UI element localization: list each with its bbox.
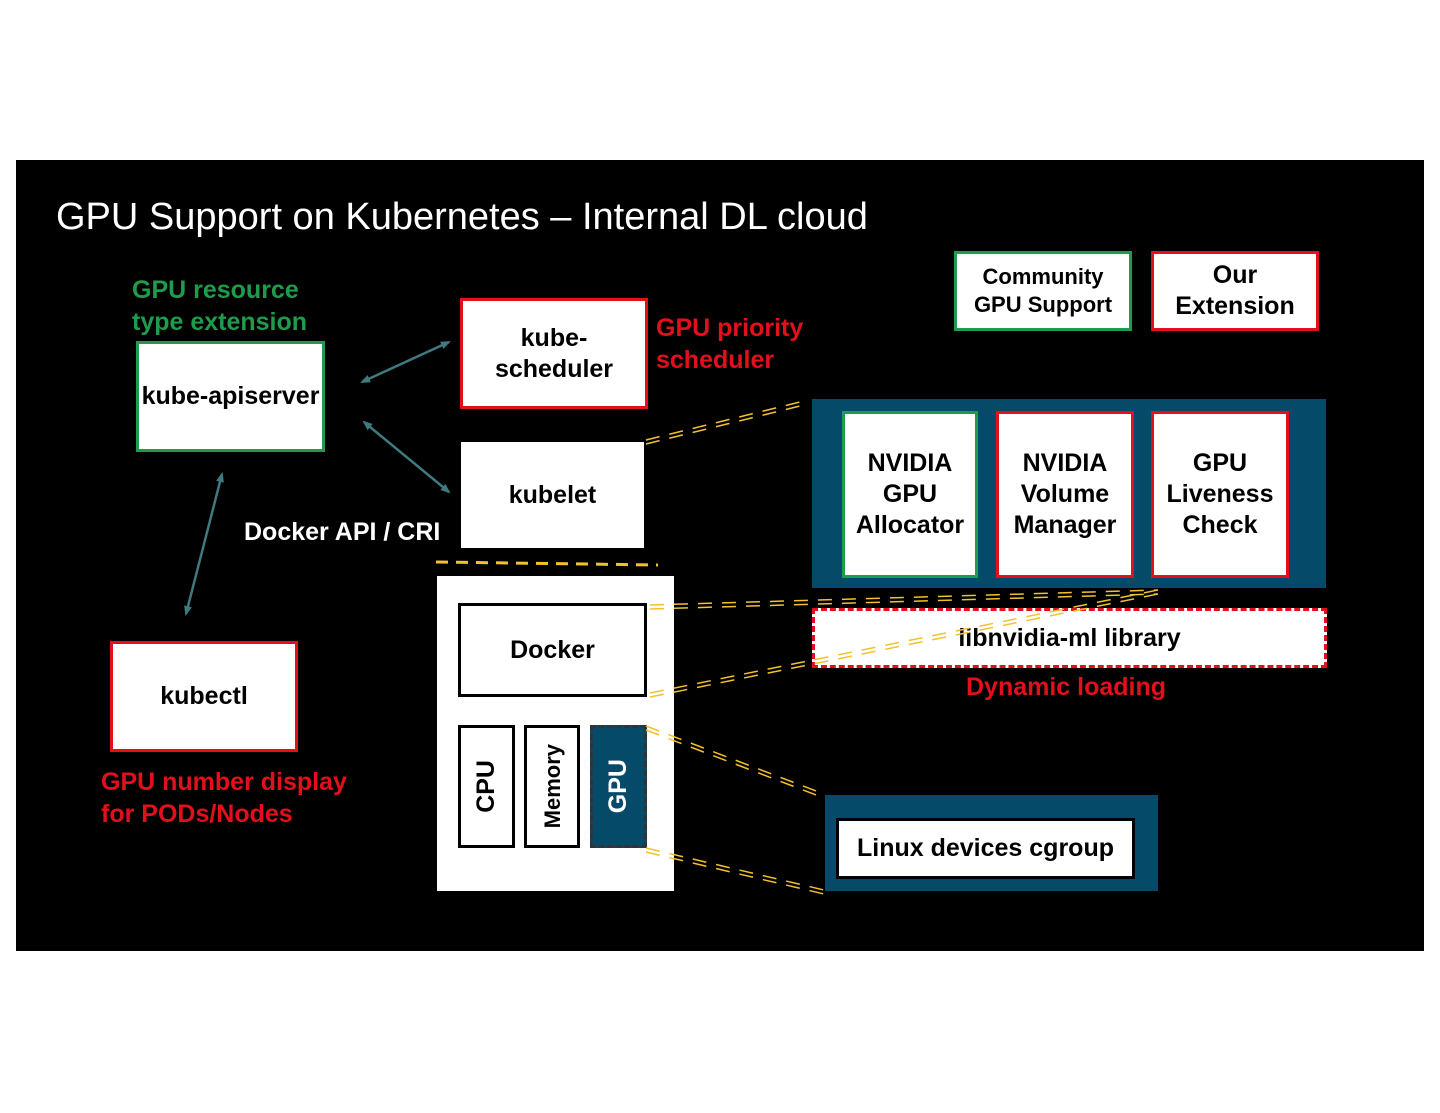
nvidia-gpu-allocator-box: NVIDIA GPU Allocator [842, 411, 978, 578]
slide: GPU Support on Kubernetes – Internal DL … [16, 160, 1424, 951]
arrow-apiserver-scheduler [360, 340, 451, 384]
legend-our-extension: Our Extension [1151, 251, 1319, 331]
memory-box: Memory [524, 725, 580, 848]
gpu-liveness-check-box: GPU Liveness Check [1151, 411, 1289, 578]
slide-title: GPU Support on Kubernetes – Internal DL … [56, 196, 868, 238]
node-container: Docker CPU Memory GPU [437, 576, 674, 891]
cpu-label: CPU [472, 760, 500, 813]
memory-label: Memory [539, 744, 565, 829]
gpu-label: GPU [604, 759, 632, 814]
gpu-box: GPU [590, 725, 647, 848]
kubectl-box: kubectl [110, 641, 298, 752]
arrow-apiserver-kubelet [362, 420, 451, 494]
docker-box: Docker [458, 603, 647, 697]
annotation-priority-scheduler: GPU priority scheduler [656, 314, 804, 374]
libnvidia-ml-box: libnvidia-ml library [812, 608, 1327, 668]
plugin-panel: NVIDIA GPU Allocator NVIDIA Volume Manag… [812, 399, 1326, 588]
dashed-kubelet-node [435, 560, 659, 567]
annotation-dynamic-loading: Dynamic loading [966, 673, 1167, 701]
annotation-resource-type: GPU resource type extension [132, 276, 308, 336]
arrow-apiserver-kubectl [184, 472, 224, 616]
kube-apiserver-box: kube-apiserver [136, 341, 325, 452]
annotation-number-display: GPU number display for PODs/Nodes [101, 768, 347, 828]
legend-community: Community GPU Support [954, 251, 1132, 331]
kubelet-box: kubelet [461, 442, 644, 548]
nvidia-volume-manager-box: NVIDIA Volume Manager [996, 411, 1134, 578]
kube-scheduler-box: kube-scheduler [460, 298, 648, 409]
allocator-label: NVIDIA GPU Allocator [855, 449, 965, 539]
volume-manager-label: NVIDIA Volume Manager [1013, 449, 1117, 539]
liveness-label: GPU Liveness Check [1166, 449, 1274, 539]
zoom-line-kubelet-panel-top [645, 399, 809, 445]
zoom-line-docker-panel-bottom [649, 589, 1159, 610]
annotation-docker-api: Docker API / CRI [244, 518, 441, 546]
linux-devices-cgroup-box: Linux devices cgroup [836, 818, 1135, 879]
cpu-box: CPU [458, 725, 515, 848]
cgroup-panel: Linux devices cgroup [825, 795, 1158, 891]
